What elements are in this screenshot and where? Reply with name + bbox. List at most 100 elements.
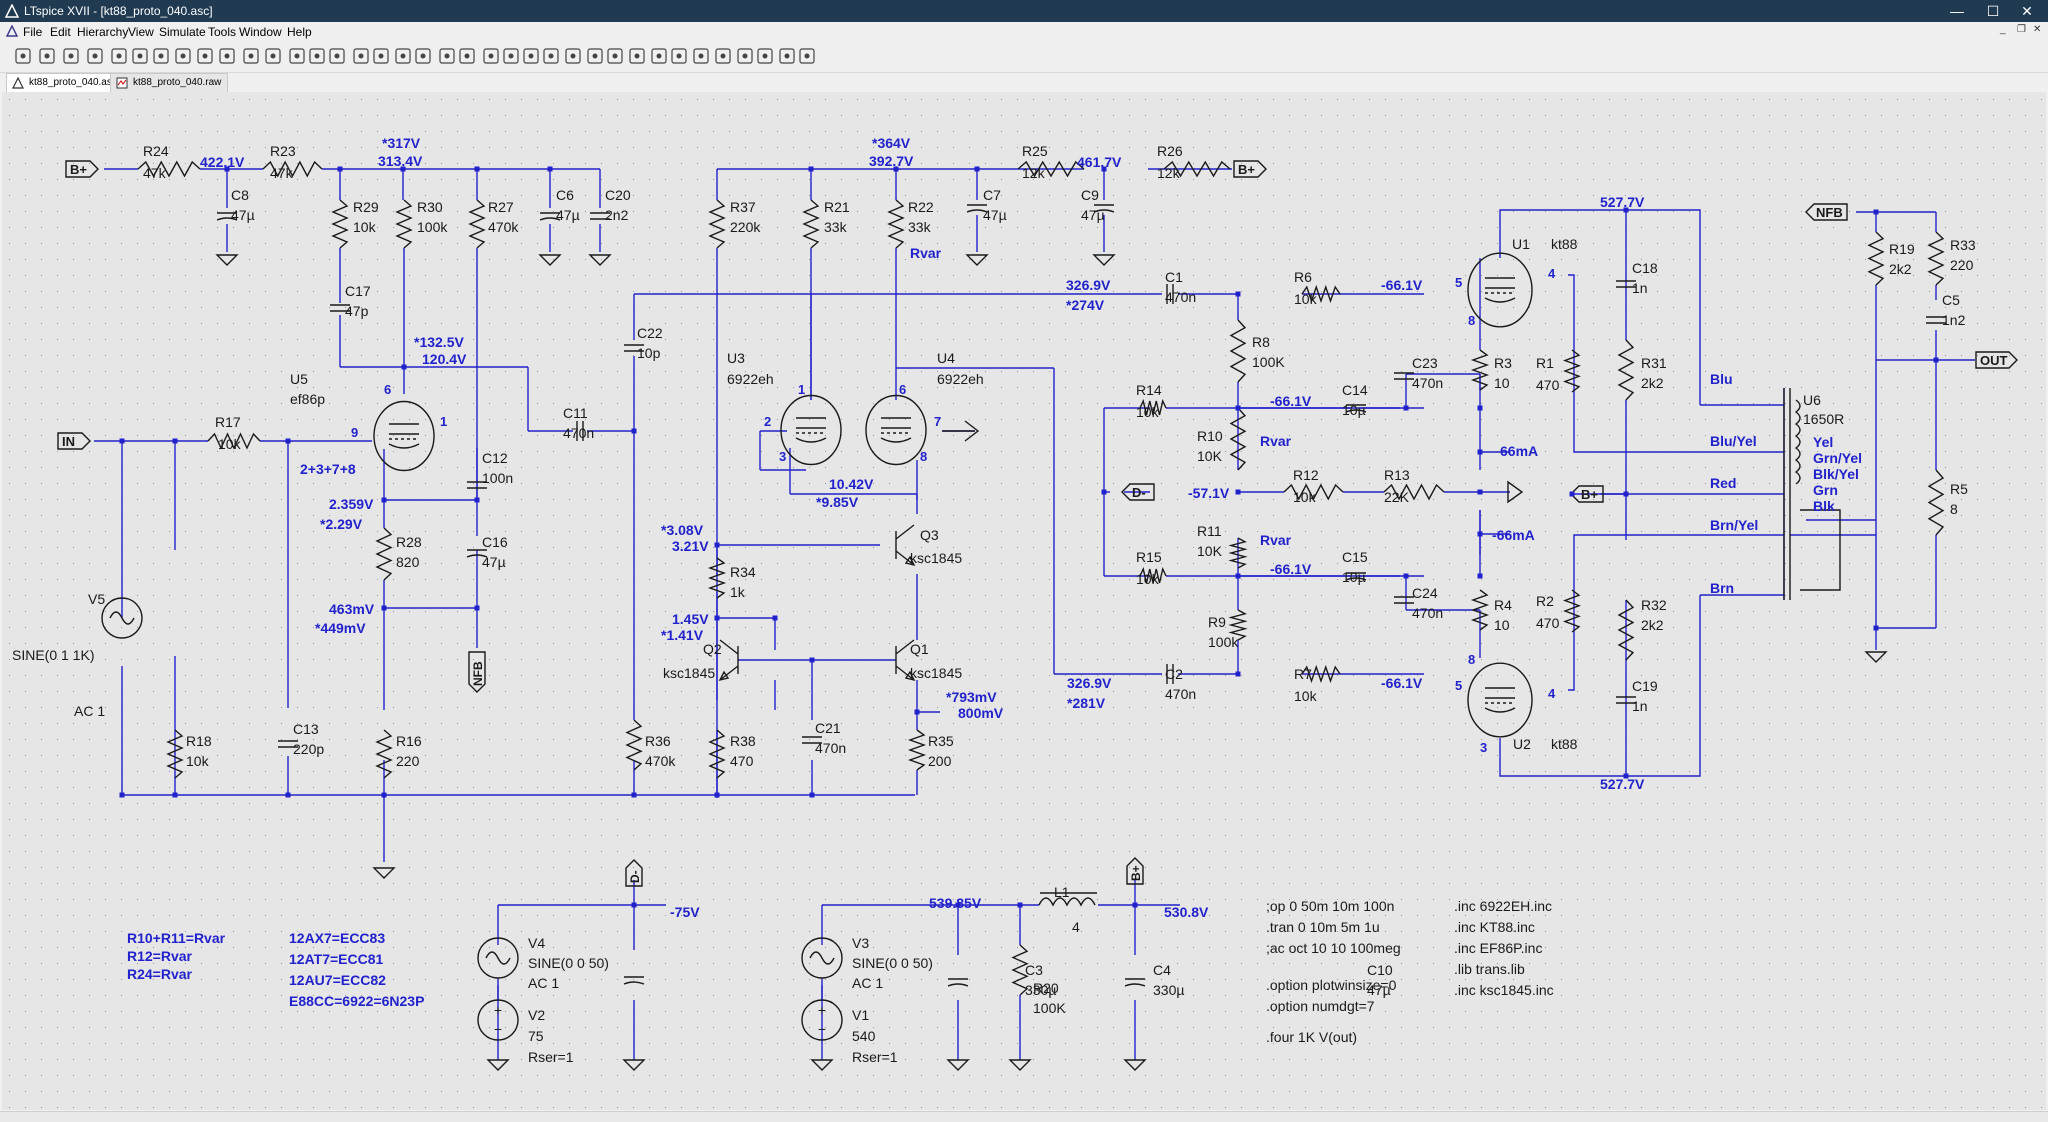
menu-edit[interactable]: Edit	[50, 25, 71, 39]
menu-hierarchy[interactable]: Hierarchy	[77, 25, 129, 39]
maximize-button[interactable]: ☐	[1986, 3, 2000, 19]
resistor-symbol	[166, 729, 184, 779]
resistor-symbol	[1383, 483, 1445, 501]
mirror-icon[interactable]	[754, 45, 776, 67]
drag-icon[interactable]	[668, 45, 690, 67]
grid-icon[interactable]	[262, 45, 284, 67]
resistor-ref-label: R4	[1494, 597, 1512, 613]
transistor-value-label: ksc1845	[910, 550, 962, 566]
node-voltage-label: *793mV	[946, 689, 997, 705]
save-icon[interactable]	[60, 45, 82, 67]
redo-icon[interactable]	[712, 45, 734, 67]
resistor-ref-label: R28	[396, 534, 422, 550]
copy-icon[interactable]	[370, 45, 392, 67]
spice-directive: .tran 0 10m 5m 1u	[1266, 919, 1380, 935]
minimize-button[interactable]: —	[1950, 3, 1964, 19]
print-icon[interactable]	[456, 45, 478, 67]
run-icon[interactable]	[12, 45, 34, 67]
label-net-icon[interactable]	[520, 45, 542, 67]
junction-dot	[337, 166, 343, 172]
rotate-icon[interactable]	[734, 45, 756, 67]
component-icon[interactable]	[626, 45, 648, 67]
undo-icon[interactable]	[690, 45, 712, 67]
junction-dot	[1623, 773, 1629, 779]
menu-help[interactable]: Help	[287, 25, 312, 39]
capacitor-value-label: 47µ	[1367, 982, 1391, 998]
resistor-icon[interactable]	[540, 45, 562, 67]
autorange-icon[interactable]	[240, 45, 262, 67]
resistor-value-label: 10k	[1136, 404, 1160, 420]
resistor-value-label: 33k	[824, 219, 848, 235]
junction-dot	[914, 709, 920, 715]
tab-schematic[interactable]: kt88_proto_040.asc	[6, 73, 124, 92]
port-label: B+	[1129, 865, 1143, 881]
draw-wire-icon[interactable]	[480, 45, 502, 67]
open-icon[interactable]	[36, 45, 58, 67]
capacitor-ref-label: C1	[1165, 269, 1183, 285]
node-voltage-label: -66.1V	[1270, 561, 1312, 577]
node-voltage-label: *274V	[1066, 297, 1105, 313]
text-icon[interactable]	[776, 45, 798, 67]
node-voltage-label: 10.42V	[829, 476, 874, 492]
capacitor-value-label: 470n	[563, 425, 594, 441]
bplus-port-icon	[1233, 160, 1267, 178]
diode-icon[interactable]	[604, 45, 626, 67]
port-label: OUT	[1980, 353, 2008, 368]
tile-horizontal-icon[interactable]	[286, 45, 308, 67]
zoom-in-icon[interactable]	[150, 45, 172, 67]
source-v5-symbol	[101, 597, 143, 639]
schematic-canvas[interactable]: +−+−B+B+INOUTNFBB+D-NFBD-B+R2447kR2347kR…	[2, 92, 2046, 1110]
resistor-symbol	[1163, 160, 1231, 178]
resistor-ref-label: R23	[270, 143, 296, 159]
tab-waveform[interactable]: kt88_proto_040.raw	[110, 73, 229, 92]
resistor-ref-label: R18	[186, 733, 212, 749]
menu-view[interactable]: View	[128, 25, 154, 39]
menu-file[interactable]: File	[23, 25, 43, 39]
halt-icon[interactable]	[108, 45, 130, 67]
tube-value-label: 6922eh	[727, 371, 774, 387]
node-voltage-label: 313.4V	[378, 153, 423, 169]
transistor-ref-label: Q2	[703, 641, 722, 657]
node-voltage-label: 539.85V	[929, 895, 982, 911]
menu-window[interactable]: Window	[239, 25, 282, 39]
tube-equivalent-note: 12AX7=ECC83	[289, 930, 385, 946]
capacitor-value-label: 470n	[1412, 375, 1443, 391]
inductor-icon[interactable]	[584, 45, 606, 67]
print-setup-icon[interactable]	[436, 45, 458, 67]
spice-directive-icon[interactable]	[796, 45, 818, 67]
tube-electrodes	[880, 417, 912, 443]
resistor-value-label: 10	[1494, 617, 1510, 633]
zoom-full-icon[interactable]	[172, 45, 194, 67]
resistor-ref-label: R8	[1252, 334, 1270, 350]
ground-icon[interactable]	[500, 45, 522, 67]
resistor-symbol	[1229, 319, 1247, 383]
control-panel-icon[interactable]	[84, 45, 106, 67]
zoom-out-icon[interactable]	[194, 45, 216, 67]
node-voltage-label: -75V	[670, 904, 700, 920]
capacitor-ref-label: C23	[1412, 355, 1438, 371]
output-arrow	[1507, 480, 1524, 504]
mdi-minimize-button[interactable]: _	[2000, 24, 2006, 35]
resistor-symbol	[1301, 284, 1341, 304]
resistor-ref-label: R7	[1294, 666, 1312, 682]
node-voltage-label: -66.1V	[1381, 675, 1423, 691]
transistor-q2-symbol	[719, 639, 739, 681]
paste-icon[interactable]	[392, 45, 414, 67]
capacitor-icon[interactable]	[562, 45, 584, 67]
move-icon[interactable]	[648, 45, 670, 67]
cascade-icon[interactable]	[326, 45, 348, 67]
cut-icon[interactable]	[350, 45, 372, 67]
zoom-cancel-icon[interactable]	[216, 45, 238, 67]
menu-simulate[interactable]: Simulate	[159, 25, 206, 39]
inductor-value-label: 4	[1072, 919, 1080, 935]
resistor-value-label: 10k	[1294, 688, 1318, 704]
tile-vertical-icon[interactable]	[306, 45, 328, 67]
mdi-close-button[interactable]: ✕	[2033, 24, 2042, 35]
menu-tools[interactable]: Tools	[208, 25, 237, 39]
mdi-restore-button[interactable]: ❐	[2017, 24, 2026, 35]
capacitor-value-label: 47µ	[556, 207, 580, 223]
alias-note: R10+R11=Rvar	[127, 930, 226, 946]
pan-icon[interactable]	[129, 45, 151, 67]
close-button[interactable]: ✕	[2021, 3, 2033, 19]
find-icon[interactable]	[412, 45, 434, 67]
